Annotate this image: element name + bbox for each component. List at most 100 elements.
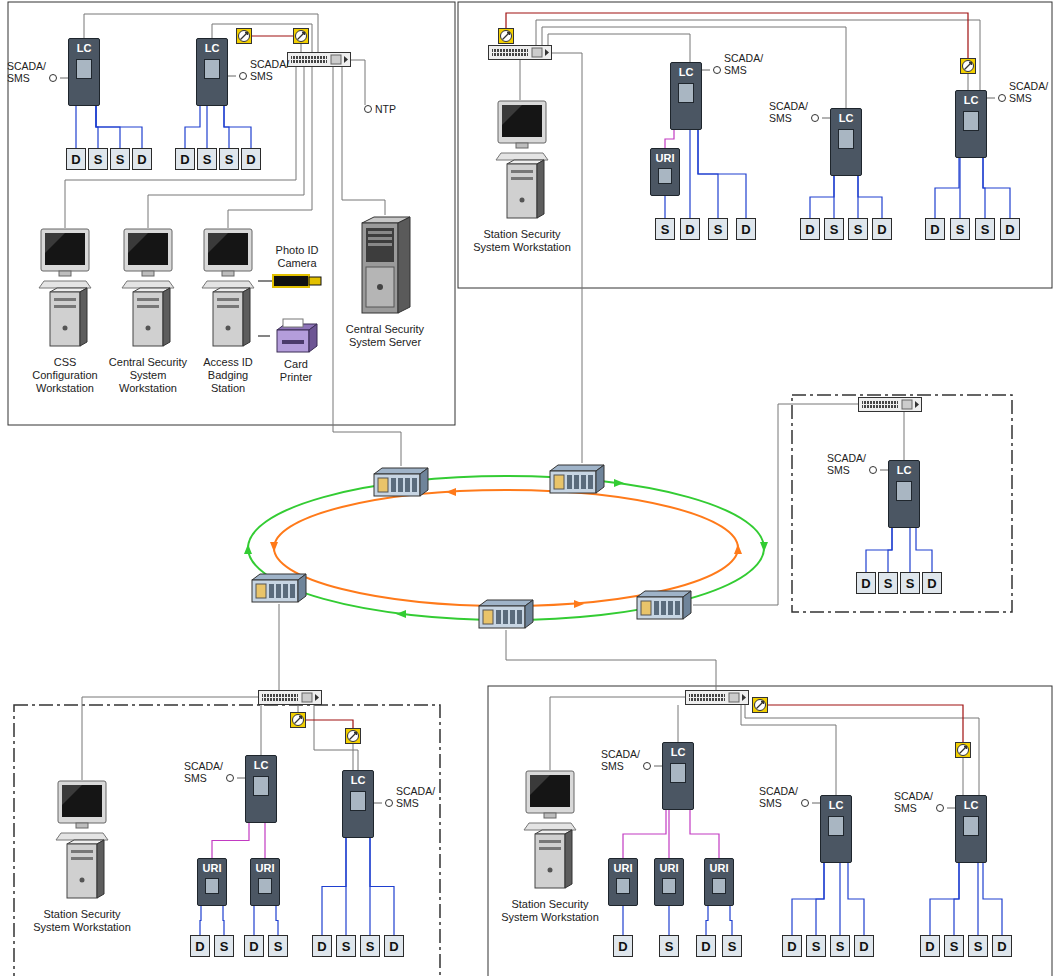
station-panel — [488, 686, 1052, 976]
node-label: S — [981, 222, 990, 237]
scada-link: SCADA/ SMS — [236, 58, 289, 82]
connector — [810, 176, 834, 218]
connector — [954, 863, 959, 935]
pc-icon-part — [67, 844, 97, 898]
connector — [668, 906, 669, 935]
modem-icon — [291, 713, 306, 728]
node-label: S — [950, 939, 959, 954]
pc-icon-part — [548, 868, 553, 873]
workstation: CSS Configuration Workstation — [30, 228, 100, 395]
pc-icon-part — [530, 775, 550, 795]
pc-icon-part — [80, 288, 87, 346]
connector — [623, 810, 666, 858]
ring-node — [479, 600, 533, 628]
connector — [880, 470, 888, 471]
node-label: Station Security System Workstation — [470, 228, 574, 254]
node-label: S — [94, 152, 103, 167]
server-icon-part — [398, 217, 410, 313]
server-icon-part — [377, 284, 383, 290]
device-box: D — [680, 218, 700, 240]
ring-arrows — [270, 488, 742, 608]
scada-link: SCADA/ SMS — [827, 452, 880, 476]
cabinet-panel — [662, 878, 676, 894]
node-label: S — [812, 939, 821, 954]
node-label: D — [317, 939, 326, 954]
node-label: D — [246, 152, 255, 167]
node-label: S — [665, 939, 674, 954]
node-label: Central Security System Workstation — [104, 356, 192, 395]
node-label: URI — [251, 859, 279, 874]
device-box: S — [336, 935, 356, 957]
modem-icon — [346, 729, 361, 744]
scada-link: SCADA/ SMS — [601, 748, 654, 772]
connector — [185, 106, 200, 148]
remote-interface: URI — [650, 148, 680, 196]
pc-icon-part — [54, 305, 76, 308]
pc-icon-part — [213, 292, 243, 346]
pc-icon-part — [526, 771, 574, 813]
pc-icon-part — [128, 233, 168, 265]
connector — [665, 130, 674, 148]
device-box: D — [925, 218, 945, 240]
device-box: D — [782, 935, 802, 957]
node-label: D — [787, 939, 796, 954]
wire — [65, 14, 401, 466]
node-label: SCADA/ SMS — [250, 58, 289, 82]
network-switch — [288, 53, 351, 67]
node-label: D — [877, 222, 886, 237]
connector — [258, 280, 272, 281]
node-label: Photo ID Camera — [272, 244, 322, 270]
printer-icon-part — [282, 340, 304, 344]
connector — [792, 863, 824, 935]
node-label: LC — [197, 39, 227, 54]
pc-icon-part — [39, 281, 91, 288]
cabinet-panel — [963, 816, 979, 836]
device-box: S — [219, 148, 239, 170]
node-label: D — [180, 152, 189, 167]
connector — [374, 803, 382, 804]
connector — [228, 76, 236, 77]
node-label: D — [997, 939, 1006, 954]
ring-arrows — [244, 479, 768, 618]
ring-primary — [248, 476, 764, 620]
device-box: S — [830, 935, 850, 957]
link-circle — [643, 762, 651, 770]
connector — [654, 766, 662, 767]
node-label: D — [741, 222, 750, 237]
pc-icon — [198, 228, 258, 348]
node-label: S — [661, 222, 670, 237]
network-switch — [859, 398, 922, 412]
device-box: S — [806, 935, 826, 957]
camera-icon — [271, 272, 323, 290]
network-switch — [259, 691, 322, 705]
connector — [702, 70, 710, 71]
device-box: D — [800, 218, 820, 240]
link-circle — [998, 94, 1006, 102]
workstation: Central Security System Server — [342, 215, 428, 349]
central-panel — [8, 2, 455, 425]
cabinet-panel — [963, 111, 979, 131]
network-switch — [686, 691, 749, 705]
cabinet-panel — [678, 83, 694, 103]
cabinet-panel — [76, 59, 92, 79]
node-label: SCADA/ SMS — [7, 60, 46, 84]
pc-icon-part — [45, 233, 85, 265]
ring-node — [252, 574, 306, 602]
device-box: D — [190, 935, 210, 957]
node-label: S — [366, 939, 375, 954]
connector — [664, 196, 665, 218]
pc-icon-part — [243, 288, 250, 346]
pc-icon-part — [222, 271, 234, 276]
local-controller: LC — [342, 770, 374, 838]
connector — [822, 118, 830, 119]
device-box: D — [922, 572, 942, 594]
scada-link: SCADA/ SMS — [769, 100, 822, 124]
node-label: LC — [831, 109, 861, 124]
connector — [730, 906, 732, 935]
device-box: S — [214, 935, 234, 957]
pc-icon-part — [539, 840, 561, 843]
connector — [816, 863, 824, 935]
link-circle — [713, 66, 721, 74]
node-label: S — [274, 939, 283, 954]
connector — [668, 810, 669, 858]
